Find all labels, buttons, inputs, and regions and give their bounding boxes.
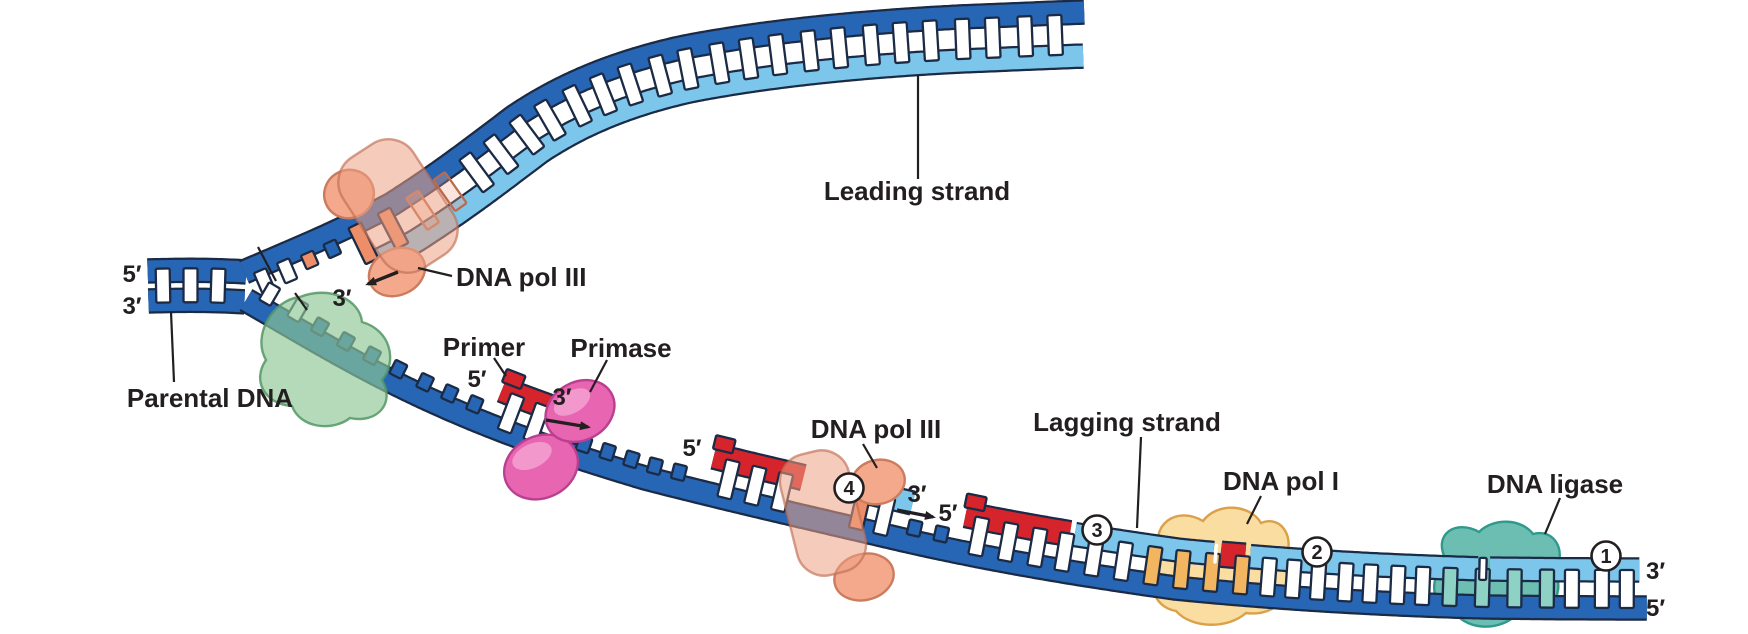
- leader-dna-pol-iii-bottom: [862, 443, 878, 469]
- okazaki-fragment-3-badge: 3: [1081, 514, 1113, 546]
- dna-pol-iii-bottom-channel: [778, 449, 868, 577]
- label-three-prime-left: 3′: [122, 293, 141, 320]
- label-five-prime-primer: 5′: [467, 366, 486, 393]
- label-parental-dna: Parental DNA: [127, 383, 293, 413]
- label-primase: Primase: [570, 333, 671, 363]
- leader-parental-dna: [169, 311, 176, 383]
- label-five-prime-right: 5′: [1646, 595, 1665, 622]
- front-enzymes: [259, 138, 906, 602]
- label-five-prime-fragment4-right: 5′: [938, 500, 957, 527]
- leader-dna-ligase: [1543, 497, 1562, 535]
- okazaki-fragment-1-badge: 1: [1590, 540, 1622, 572]
- label-three-prime-fork: 3′: [332, 285, 351, 312]
- label-five-prime-left: 5′: [122, 261, 141, 288]
- leader-dna-pol-i: [1246, 495, 1262, 525]
- label-dna-pol-iii-bottom: DNA pol III: [811, 414, 941, 444]
- leader-lagging-strand: [1135, 436, 1143, 529]
- dna-pol-iii-top-channel: [337, 138, 459, 274]
- label-three-prime-primer: 3′: [552, 384, 571, 411]
- badge-number-2: 2: [1311, 542, 1322, 564]
- badge-number-3: 3: [1091, 520, 1102, 542]
- leader-primer: [493, 357, 507, 377]
- annotations: 5′ 3′ Parental DNA DNA pol III 3′ Leadin…: [122, 75, 1665, 622]
- dna-strand-layer: [137, 0, 1658, 621]
- label-leading-strand: Leading strand: [824, 176, 1010, 206]
- badge-number-1: 1: [1600, 546, 1611, 568]
- fragment4-direction-arrow: [896, 508, 936, 520]
- okazaki-fragment-4-badge: 4: [833, 472, 865, 504]
- nick-overlay-layer: [1213, 543, 1488, 582]
- badge-circle-1: [1590, 540, 1622, 572]
- leader-dna-pol-iii-top: [417, 266, 453, 278]
- primer-direction-arrow: [545, 418, 591, 431]
- label-dna-pol-iii-top: DNA pol III: [456, 262, 586, 292]
- leading-strand-direction-arrow: [365, 270, 399, 286]
- primase-highlight: [512, 441, 552, 471]
- badge-circle-2: [1301, 536, 1333, 568]
- helicase-leader-line: [294, 292, 308, 311]
- fork-nick-line: [257, 246, 277, 282]
- label-dna-ligase: DNA ligase: [1487, 469, 1623, 499]
- label-five-prime-fragment4: 5′: [682, 435, 701, 462]
- label-three-prime-right: 3′: [1646, 558, 1665, 585]
- label-lagging-strand: Lagging strand: [1033, 407, 1221, 437]
- badge-circle-3: [1081, 514, 1113, 546]
- label-primer: Primer: [443, 332, 525, 362]
- primase-highlight: [553, 388, 591, 416]
- leader-primase: [589, 359, 608, 393]
- label-dna-pol-i: DNA pol I: [1223, 466, 1339, 496]
- badge-number-4: 4: [843, 478, 855, 500]
- helicase-enzyme: [259, 291, 392, 428]
- badge-circle-4: [833, 472, 865, 504]
- label-three-prime-fragment4: 3′: [907, 481, 926, 508]
- okazaki-fragment-2-badge: 2: [1301, 536, 1333, 568]
